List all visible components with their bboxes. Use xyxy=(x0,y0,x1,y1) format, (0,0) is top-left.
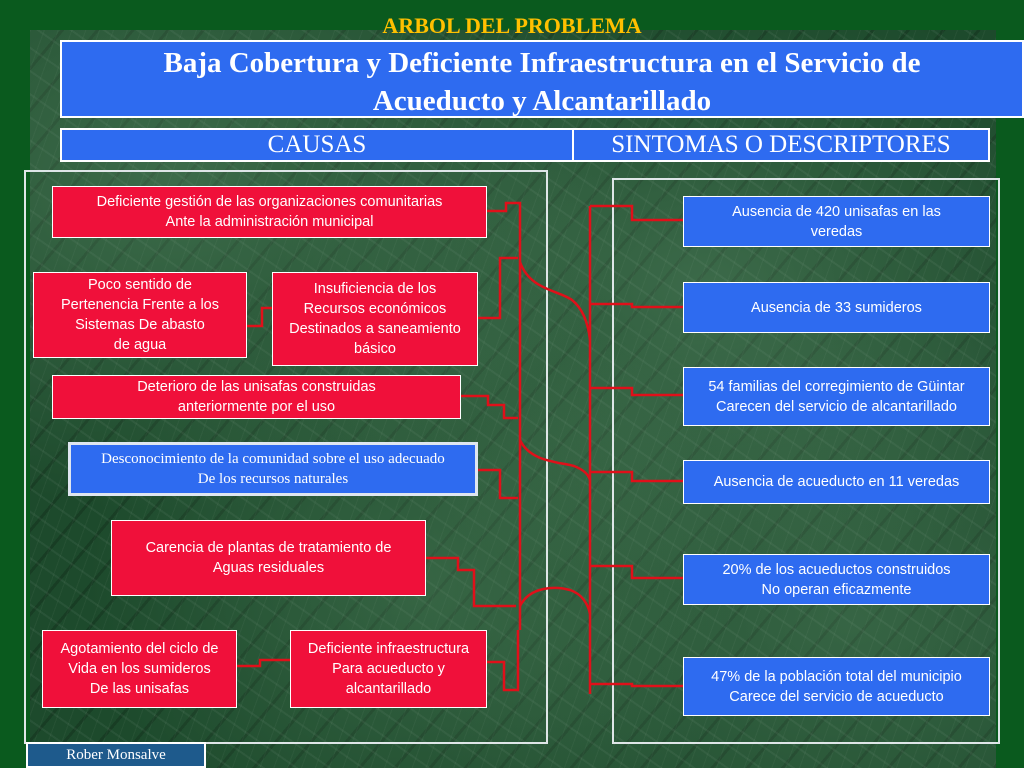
connector-cause-4 xyxy=(461,394,518,420)
cause-text: Para acueducto y xyxy=(332,661,445,677)
connector-symptom-5 xyxy=(590,564,683,580)
cause-text: Pertenencia Frente a los xyxy=(61,297,219,313)
problem-statement-line-2: Acueducto y Alcantarillado xyxy=(372,85,712,117)
connector-symptom-1 xyxy=(590,204,683,222)
cause-text: Deterioro de las unisafas construidas xyxy=(137,379,376,395)
symptom-text: veredas xyxy=(810,223,863,240)
connector-cause-3 xyxy=(478,256,518,320)
cause-text: Desconocimiento de la comunidad sobre el… xyxy=(101,451,445,467)
symptom-20-acueductos: 20% de los acueductos construidos No oper… xyxy=(683,554,990,605)
cause-text: de agua xyxy=(113,337,167,353)
cause-text: anteriormente por el uso xyxy=(177,399,336,415)
cause-text: Agotamiento del ciclo de xyxy=(60,641,219,657)
cause-deterioro-unisafas: Deterioro de las unisafas construidas ant… xyxy=(52,375,461,419)
symptom-text: Ausencia de 420 unisafas en las xyxy=(732,203,941,220)
symptom-text: 47% de la población total del municipio xyxy=(711,668,962,685)
cause-text: Insuficiencia de los xyxy=(313,281,437,297)
trunk-lower-curve xyxy=(518,586,592,615)
cause-text: De los recursos naturales xyxy=(197,471,349,487)
symptom-text: 54 familias del corregimiento de Güintar xyxy=(708,378,965,395)
symptom-text: Ausencia de acueducto en 11 veredas xyxy=(713,474,960,490)
symptom-text: Ausencia de 33 sumideros xyxy=(751,299,922,316)
cause-text: Recursos económicos xyxy=(303,301,447,317)
connector-symptom-4 xyxy=(590,470,683,483)
cause-text: De las unisafas xyxy=(89,681,190,697)
cause-text: Aguas residuales xyxy=(212,560,325,576)
cause-text: Deficiente infraestructura xyxy=(307,641,470,657)
connector-symptom-3 xyxy=(590,386,683,397)
symptom-text: Carecen del servicio de alcantarillado xyxy=(715,398,957,415)
cause-text: Destinados a saneamiento xyxy=(289,321,461,337)
cause-text: Sistemas De abasto xyxy=(75,317,205,333)
cause-text: Poco sentido de xyxy=(87,277,192,293)
connector-cause-7 xyxy=(237,658,290,668)
author-label: Rober Monsalve xyxy=(26,742,206,768)
symptom-text: No operan eficazmente xyxy=(761,581,912,598)
trunk-middle-curve xyxy=(518,439,592,481)
cause-text: Deficiente gestión de las organizaciones… xyxy=(96,194,443,210)
symptom-text: Carece del servicio de acueducto xyxy=(729,688,944,705)
trunk-upper-curve xyxy=(518,261,592,341)
symptoms-panel xyxy=(612,178,1000,744)
symptom-11-veredas: Ausencia de acueducto en 11 veredas xyxy=(683,460,990,504)
connector-cause-2 xyxy=(247,306,272,328)
cause-text: básico xyxy=(354,341,396,357)
connector-cause-8 xyxy=(487,630,520,692)
symptom-54-familias: 54 familias del corregimiento de Güintar… xyxy=(683,367,990,426)
sintomas-header: SINTOMAS O DESCRIPTORES xyxy=(572,128,990,162)
connector-cause-6 xyxy=(426,556,516,608)
symptom-text: 20% de los acueductos construidos xyxy=(722,561,951,578)
connector-cause-1 xyxy=(486,201,522,240)
cause-text: Vida en los sumideros xyxy=(68,661,211,677)
symptom-33-sumideros: Ausencia de 33 sumideros xyxy=(683,282,990,333)
cause-text: Carencia de plantas de tratamiento de xyxy=(145,540,392,556)
symptom-420-unisafas: Ausencia de 420 unisafas en las veredas xyxy=(683,196,990,247)
cause-plantas-tratamiento: Carencia de plantas de tratamiento de Agu… xyxy=(111,520,426,596)
causes-panel xyxy=(24,170,548,744)
connector-cause-5 xyxy=(478,468,518,500)
cause-text: Ante la administración municipal xyxy=(165,214,374,230)
cause-organizaciones-comunitarias: Deficiente gestión de las organizaciones… xyxy=(52,186,487,238)
connector-symptom-2 xyxy=(590,302,683,309)
cause-desconocimiento-comunidad: Desconocimiento de la comunidad sobre el… xyxy=(68,442,478,496)
problem-statement-box: Baja Cobertura y Deficiente Infraestruct… xyxy=(60,40,1024,118)
diagram-title: ARBOL DEL PROBLEMA xyxy=(382,13,642,38)
connector-symptom-6 xyxy=(590,682,683,688)
cause-agotamiento-sumideros: Agotamiento del ciclo de Vida en los sumi… xyxy=(42,630,237,708)
problem-statement-line-1: Baja Cobertura y Deficiente Infraestruct… xyxy=(163,47,921,79)
cause-text: alcantarillado xyxy=(345,681,432,697)
